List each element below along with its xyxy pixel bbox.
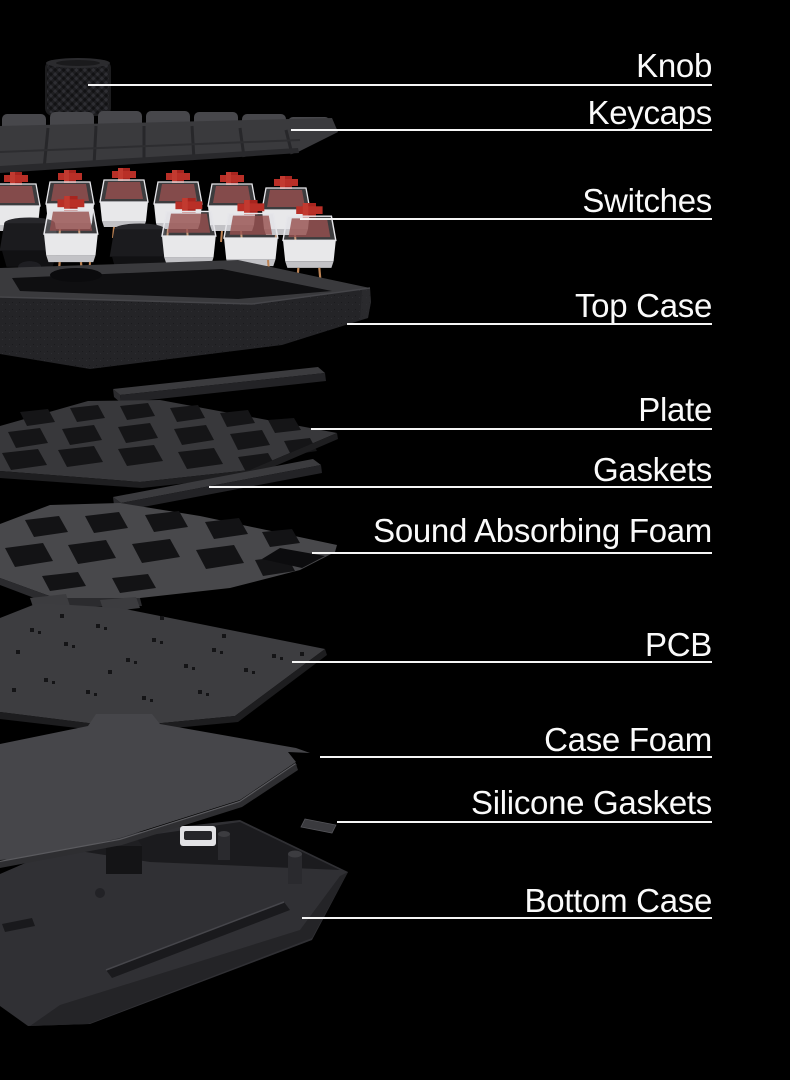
leader-line-plate — [311, 428, 712, 430]
leader-line-pcb — [292, 661, 712, 663]
label-pcb: PCB — [645, 626, 712, 663]
pcb-part — [0, 603, 327, 733]
label-gaskets: Gaskets — [593, 451, 712, 488]
gasket-strip-upper — [113, 367, 326, 403]
bottom-case-part — [0, 820, 348, 1026]
keycaps-part — [0, 111, 338, 173]
label-plate: Plate — [638, 391, 712, 428]
leader-line-gaskets — [209, 486, 712, 488]
leader-line-case-foam — [320, 756, 712, 758]
leader-line-bottom-case — [302, 917, 712, 919]
label-bottom-case: Bottom Case — [524, 882, 713, 919]
top-case-part — [0, 260, 371, 369]
label-sound-absorbing-foam: Sound Absorbing Foam — [373, 512, 712, 549]
leader-line-knob — [88, 84, 712, 86]
label-case-foam: Case Foam — [544, 721, 712, 758]
leader-line-top-case — [347, 323, 712, 325]
label-top-case: Top Case — [574, 287, 712, 324]
leader-line-sound-absorbing-foam — [312, 552, 712, 554]
silicone-gasket-piece — [300, 818, 337, 834]
knob-part — [45, 58, 111, 130]
switches-part — [0, 167, 337, 293]
case-foam-part — [0, 714, 310, 868]
sound-absorbing-foam-part — [0, 503, 337, 612]
label-silicone-gaskets: Silicone Gaskets — [471, 784, 712, 821]
label-knob: Knob — [636, 47, 712, 84]
leader-line-silicone-gaskets — [337, 821, 712, 823]
label-keycaps: Keycaps — [587, 94, 713, 131]
leader-line-keycaps — [291, 129, 712, 131]
leader-line-switches — [300, 218, 712, 220]
label-switches: Switches — [582, 182, 712, 219]
